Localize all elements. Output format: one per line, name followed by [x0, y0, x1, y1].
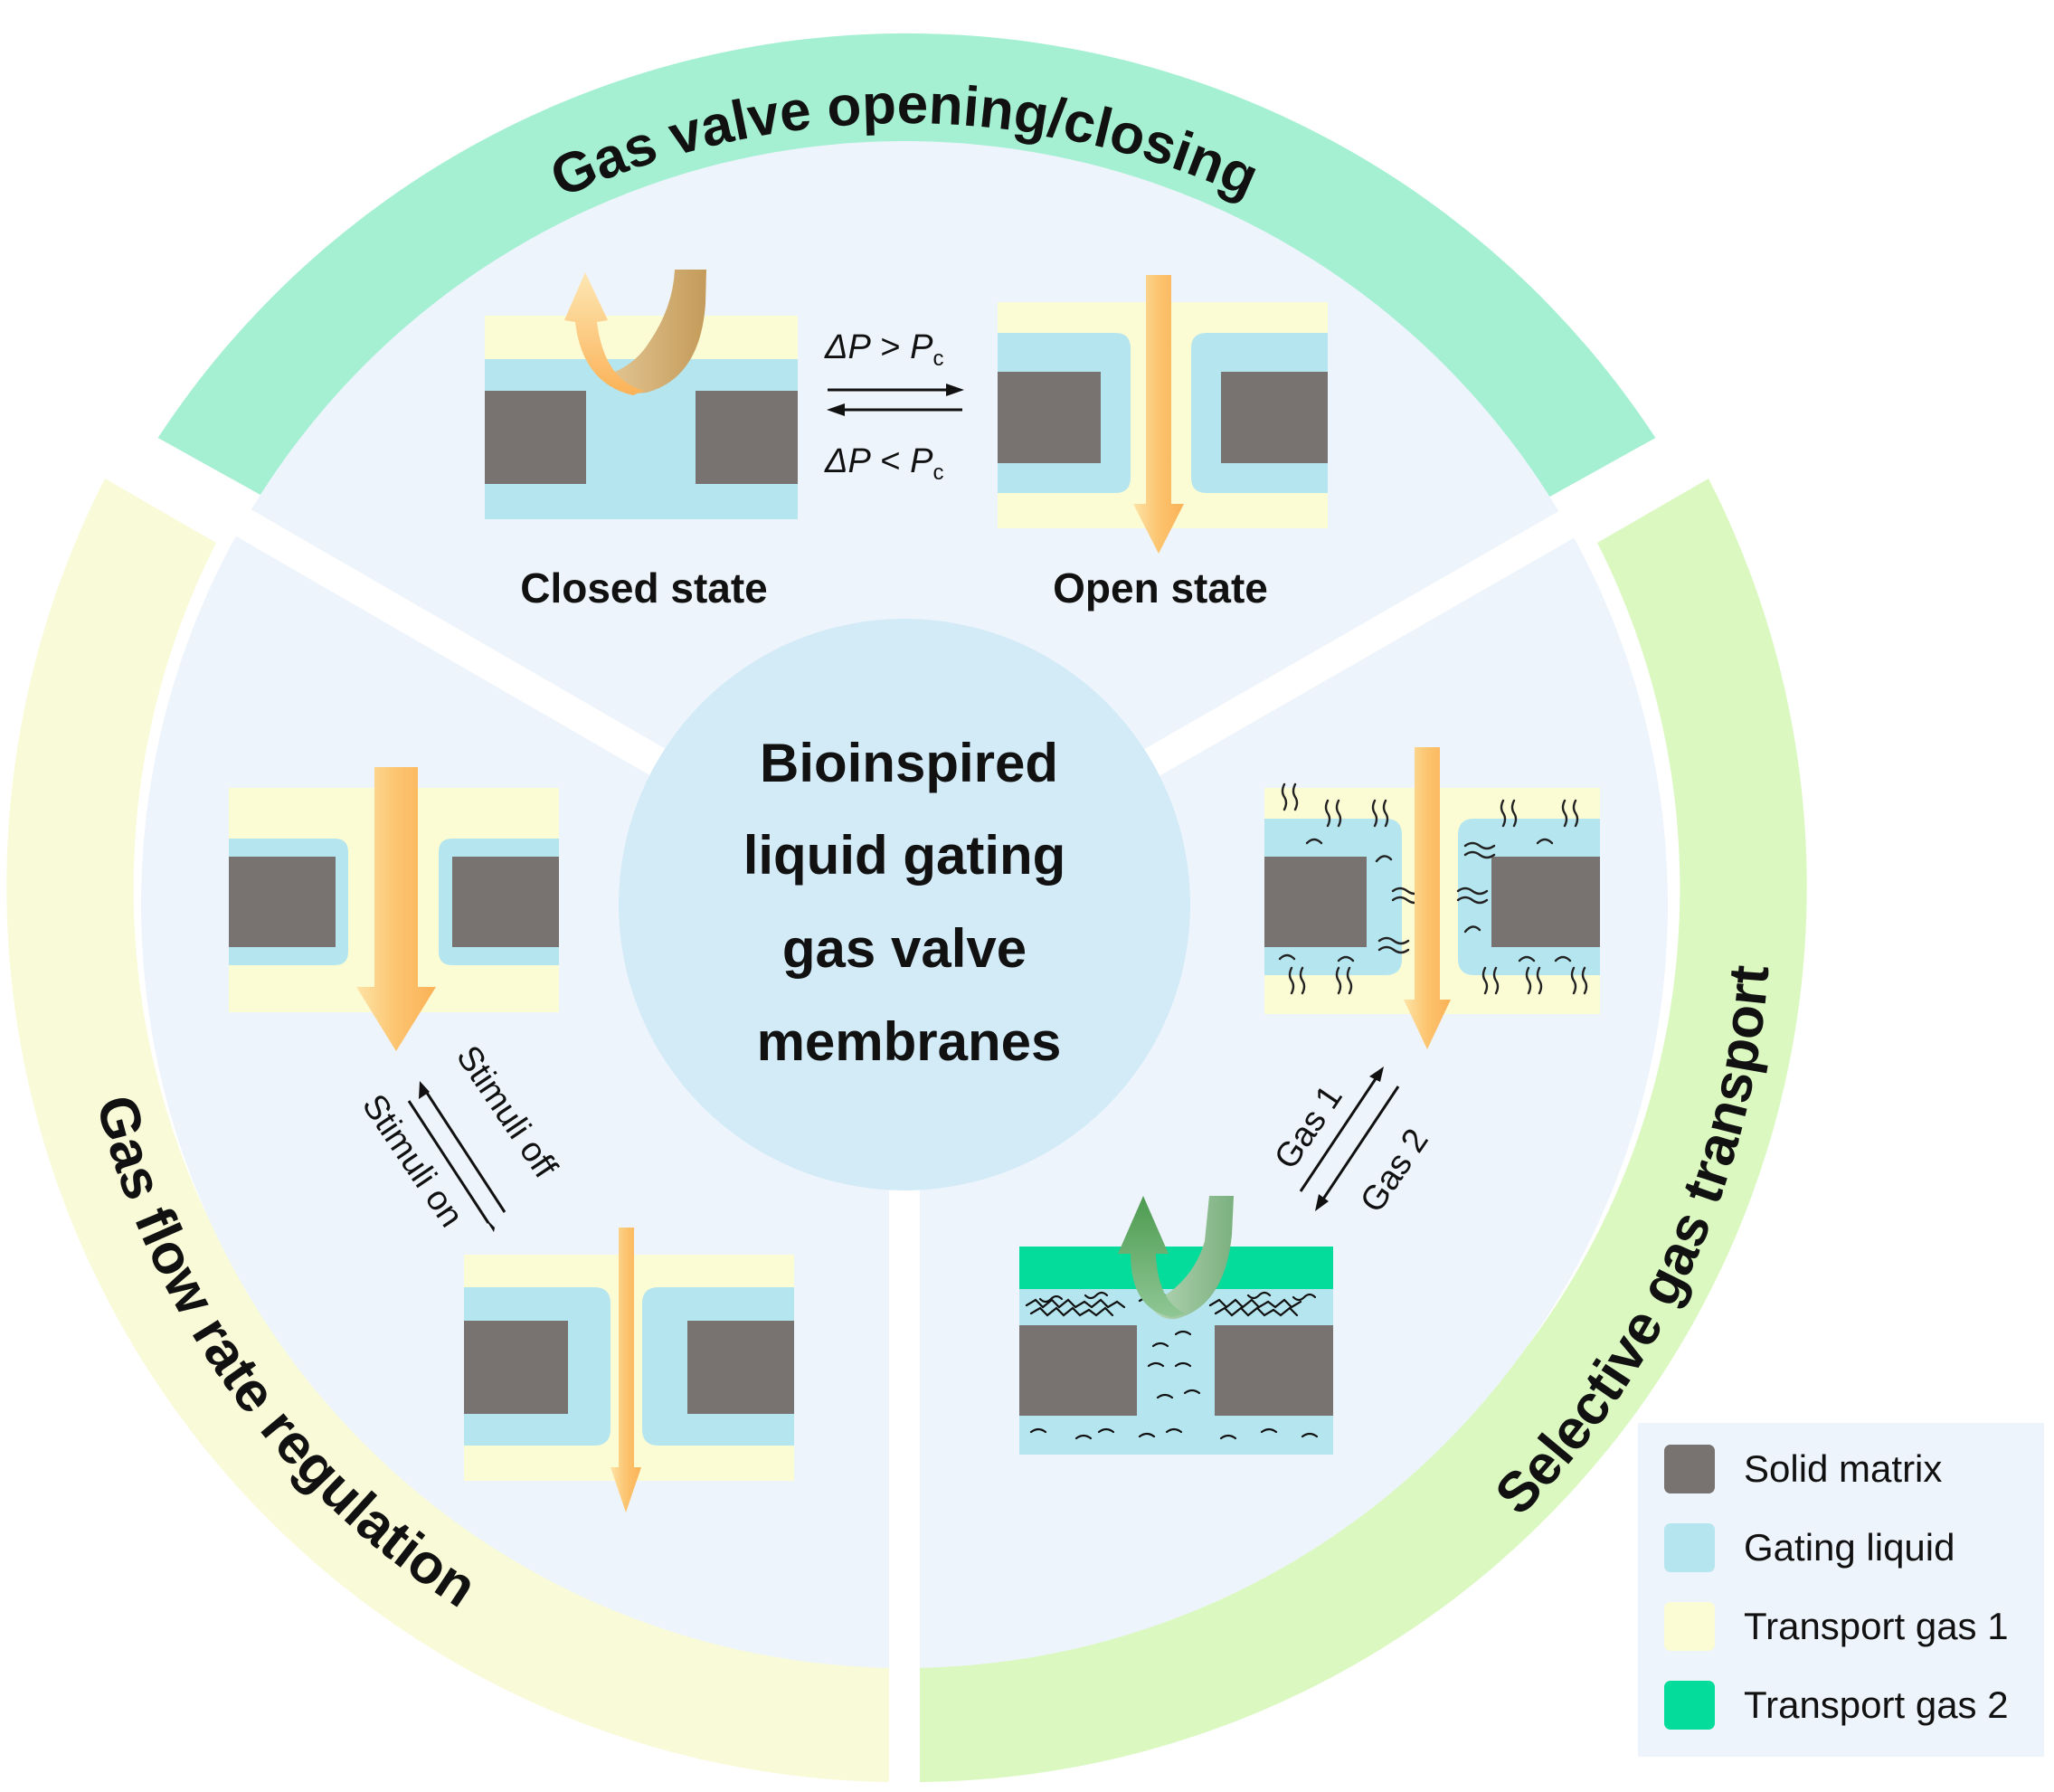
pressure-switch: ΔP > Pc ΔP < Pc	[824, 328, 964, 485]
legend-label-liquid: Gating liquid	[1744, 1526, 1955, 1569]
legend: Solid matrix Gating liquid Transport gas…	[1638, 1423, 2044, 1757]
center-title: Bioinspired liquid gating gas valve memb…	[743, 733, 1066, 1072]
closed-state-blocked-arrow	[564, 270, 706, 395]
closed-state-label: Closed state	[520, 564, 768, 612]
ring-sector-right	[918, 479, 1807, 1782]
right-lower-membrane	[1019, 1247, 1333, 1455]
ring-sector-left	[6, 479, 891, 1782]
legend-swatch-liquid	[1664, 1523, 1715, 1572]
open-state-label: Open state	[1053, 564, 1268, 612]
legend-label-solid: Solid matrix	[1744, 1447, 1942, 1490]
legend-label-gas2: Transport gas 2	[1744, 1683, 2009, 1726]
right-upper-dissolved-molecules	[1278, 782, 1588, 995]
right-lower-blocked-arrow	[1118, 1196, 1234, 1320]
center-line-1: Bioinspired	[760, 733, 1058, 793]
left-lower-flow-arrow	[611, 1228, 641, 1512]
closed-state-membrane	[485, 316, 798, 519]
legend-swatch-gas1	[1664, 1602, 1715, 1651]
legend-label-gas1: Transport gas 1	[1744, 1605, 2009, 1647]
left-upper-flow-arrow	[356, 767, 436, 1051]
center-line-2: liquid gating	[743, 825, 1066, 886]
right-upper-flow-arrow	[1404, 747, 1451, 1049]
ring-sector-top	[157, 33, 1656, 503]
open-state-flow-arrow	[1133, 275, 1184, 554]
center-circle	[619, 619, 1190, 1190]
forward-condition: ΔP > Pc	[824, 328, 944, 371]
backward-condition: ΔP < Pc	[824, 442, 944, 485]
center-line-4: membranes	[757, 1011, 1062, 1072]
legend-swatch-gas2	[1664, 1681, 1715, 1730]
center-line-3: gas valve	[782, 918, 1027, 979]
legend-swatch-solid	[1664, 1445, 1715, 1493]
